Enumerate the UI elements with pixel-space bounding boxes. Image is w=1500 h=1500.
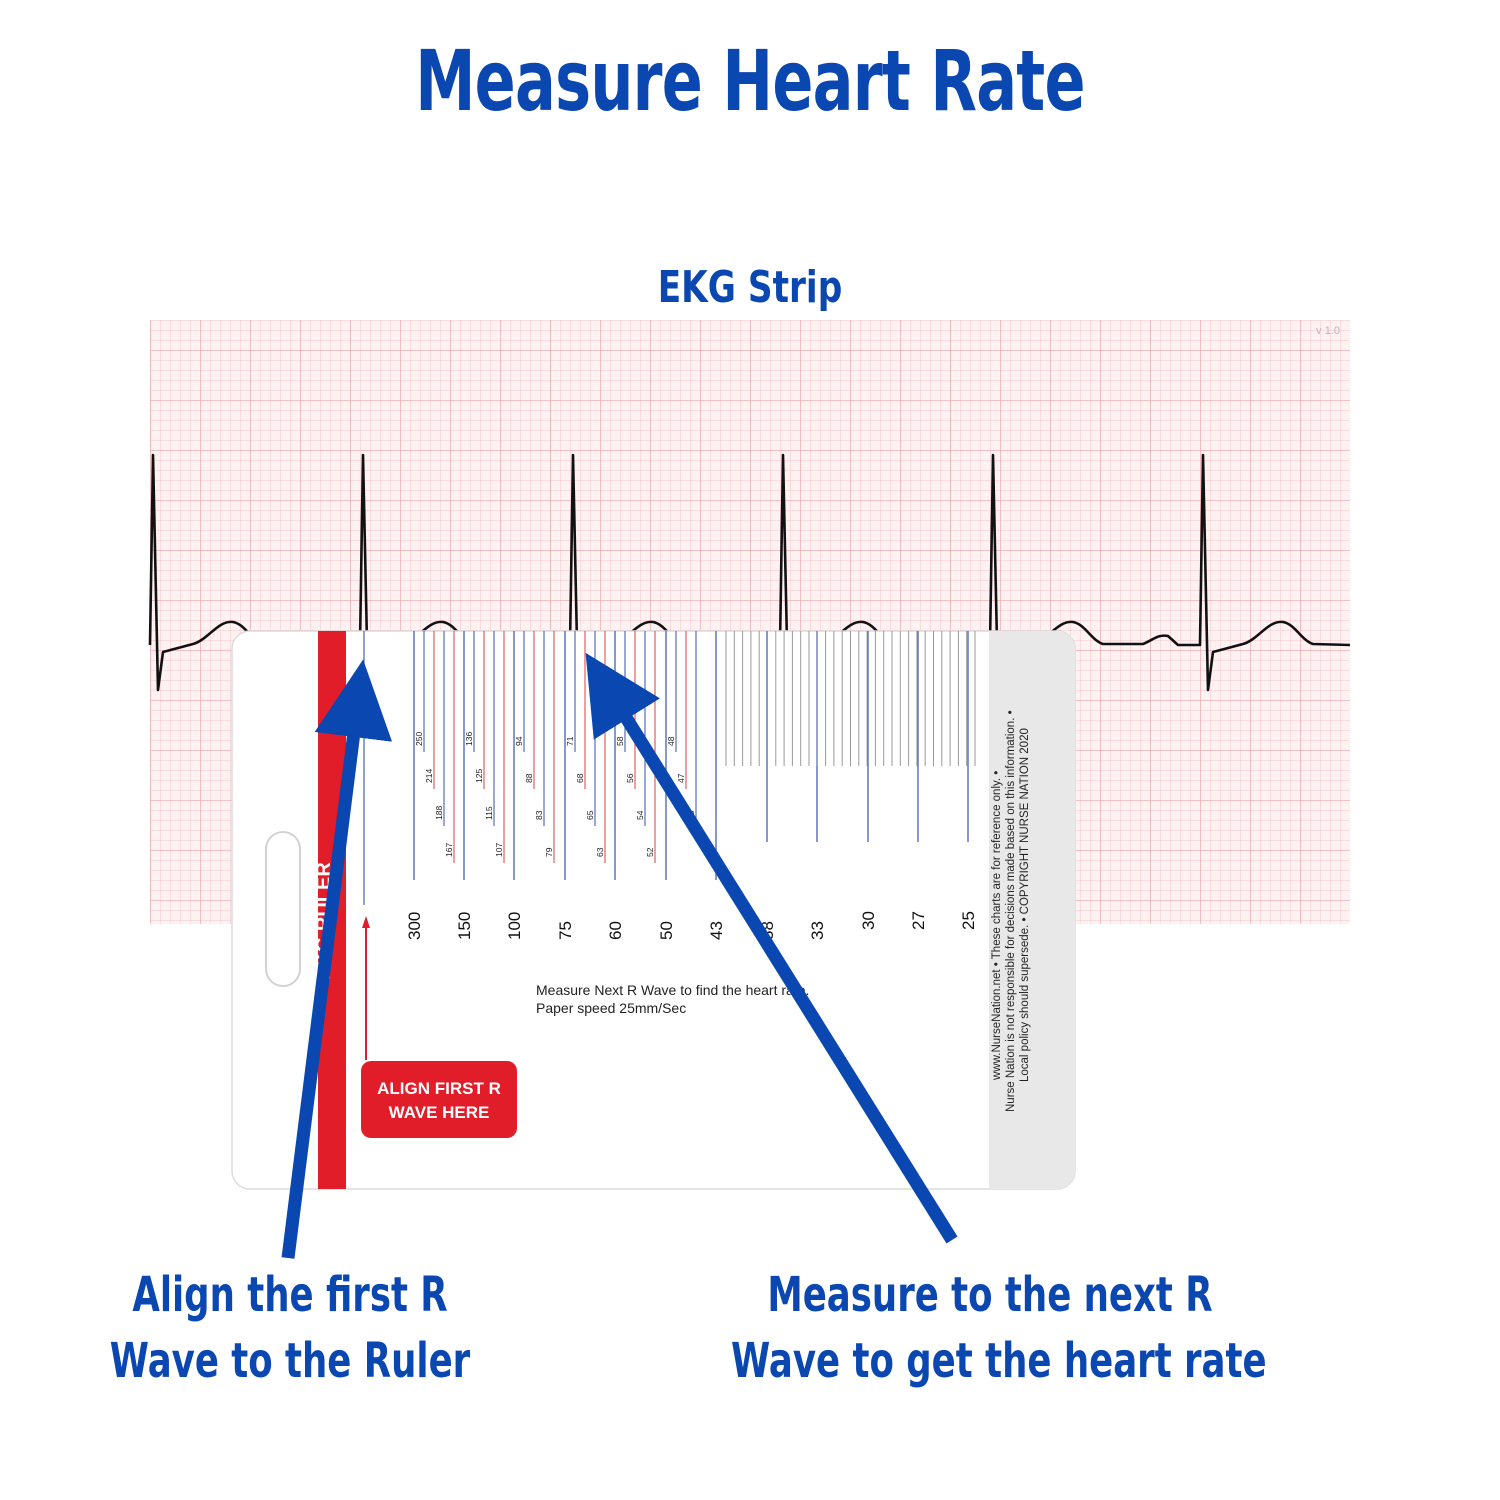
major-tick-label: 27 xyxy=(909,911,928,930)
caption-measure-line-1: Measure to the next R xyxy=(767,1267,1213,1323)
minor-tick-label: 115 xyxy=(484,806,494,820)
major-tick-label: 75 xyxy=(556,921,575,940)
caption-measure-line-2: Wave to get the heart rate xyxy=(731,1333,1267,1389)
minor-tick-label: 68 xyxy=(575,773,585,783)
page-title: Measure Heart Rate xyxy=(415,32,1085,130)
ruler-instruction-1: Measure Next R Wave to find the heart ra… xyxy=(536,982,809,998)
caption-align: Align the first R Wave to the Ruler xyxy=(105,1262,475,1394)
major-tick-label: 60 xyxy=(606,921,625,940)
align-arrow xyxy=(281,659,393,1259)
align-badge xyxy=(361,1061,517,1138)
minor-tick-label: 47 xyxy=(676,773,686,783)
minor-tick-label: 58 xyxy=(615,736,625,746)
major-tick-label: 43 xyxy=(707,921,726,940)
minor-tick-label: 188 xyxy=(434,806,444,820)
disclaimer-line-2: Nurse Nation is not responsible for deci… xyxy=(1005,710,1017,1112)
measure-arrow xyxy=(585,652,958,1244)
minor-tick-label: 65 xyxy=(585,810,595,820)
strip-version: v 1.0 xyxy=(1316,325,1340,337)
minor-tick-label: 125 xyxy=(474,769,484,783)
major-tick-label: 100 xyxy=(505,912,524,940)
minor-tick-label: 63 xyxy=(595,847,605,857)
align-badge-line-2: WAVE HERE xyxy=(389,1103,490,1122)
minor-tick-label: 88 xyxy=(524,773,534,783)
caption-align-line-1: Align the first R xyxy=(132,1267,448,1323)
major-tick-label: 50 xyxy=(657,921,676,940)
ekg-strip-label: EKG Strip xyxy=(657,262,843,313)
major-tick-label: 300 xyxy=(405,912,424,940)
disclaimer-line-1: www.NurseNation.net • These charts are f… xyxy=(991,771,1003,1081)
ruler-fine-ticks xyxy=(725,631,976,766)
minor-tick-label: 52 xyxy=(645,847,655,857)
minor-tick-label: 107 xyxy=(494,843,504,857)
major-tick-label: 25 xyxy=(959,911,978,930)
lanyard-slot xyxy=(265,831,301,987)
minor-tick-label: 71 xyxy=(565,736,575,746)
align-pointer-arrow xyxy=(362,916,370,928)
disclaimer-line-3: Local policy should supersede. • COPYRIG… xyxy=(1019,728,1031,1082)
minor-tick-label: 54 xyxy=(635,810,645,820)
minor-tick-label: 136 xyxy=(464,732,474,746)
disclaimer-panel xyxy=(989,631,1075,1189)
align-badge-line-1: ALIGN FIRST R xyxy=(377,1079,501,1098)
minor-tick-label: 167 xyxy=(444,843,454,857)
minor-tick-label: 56 xyxy=(625,773,635,783)
caption-align-line-2: Wave to the Ruler xyxy=(109,1333,471,1389)
major-tick-label: 150 xyxy=(455,912,474,940)
caption-measure: Measure to the next R Wave to get the he… xyxy=(731,1262,1267,1394)
minor-tick-label: 48 xyxy=(666,736,676,746)
major-tick-label: 33 xyxy=(808,921,827,940)
ruler-instruction-2: Paper speed 25mm/Sec xyxy=(536,1000,686,1016)
major-tick-label: 30 xyxy=(859,911,878,930)
minor-tick-label: 94 xyxy=(514,736,524,746)
minor-tick-label: 214 xyxy=(424,769,434,783)
ekg-ruler-card: EKG RULER 300150100756050433833302725250… xyxy=(231,630,1076,1190)
minor-tick-label: 79 xyxy=(544,847,554,857)
minor-tick-label: 83 xyxy=(534,810,544,820)
minor-tick-label: 250 xyxy=(414,732,424,746)
